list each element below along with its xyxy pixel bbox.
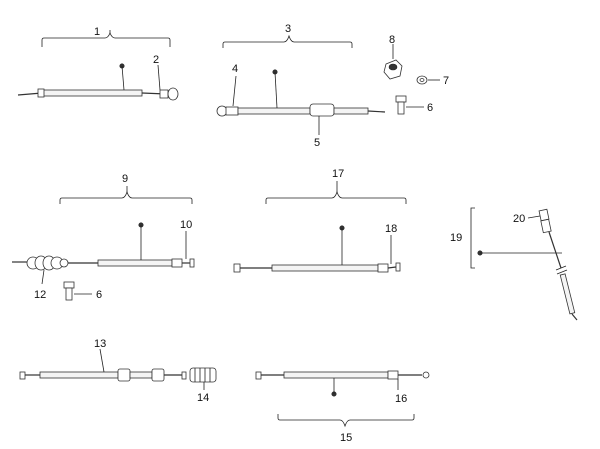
cable-housing: [39, 371, 119, 379]
cable-assembly-13: 13 14: [19, 338, 217, 404]
cable-assembly-1: 1 2: [17, 26, 179, 101]
callout-2: 2: [153, 54, 159, 66]
callout-18: 18: [385, 223, 397, 235]
part-12-boot: [26, 255, 69, 271]
cable-assembly-17: 17 18: [233, 168, 407, 273]
cable-housing: [41, 89, 143, 97]
part-6-bolt: [63, 281, 75, 301]
callout-16: 16: [395, 393, 407, 405]
cable-housing: [97, 259, 173, 267]
callout-6a: 6: [427, 102, 433, 114]
cable-housing: [559, 273, 576, 315]
callout-19: 19: [450, 232, 462, 244]
callout-6b: 6: [96, 289, 102, 301]
callout-7: 7: [443, 75, 449, 87]
cable-assembly-9: 9 10 12 6: [12, 173, 195, 301]
callout-4: 4: [232, 63, 238, 75]
cable-housing: [237, 107, 311, 115]
part-14-grip: [189, 367, 217, 383]
callout-3: 3: [285, 23, 291, 35]
callout-20: 20: [513, 213, 525, 225]
adjuster-sleeve: [309, 103, 335, 117]
cable-housing: [271, 264, 379, 272]
callout-15: 15: [340, 432, 352, 444]
cable-housing: [283, 371, 389, 379]
callout-5: 5: [314, 137, 320, 149]
callout-1: 1: [94, 26, 100, 38]
callout-8: 8: [389, 34, 395, 46]
callout-17: 17: [332, 168, 344, 180]
callout-14: 14: [197, 392, 209, 404]
callout-10: 10: [180, 219, 192, 231]
part-8-nut: [383, 59, 403, 80]
part-6-bolt: [395, 95, 407, 115]
callout-12: 12: [34, 289, 46, 301]
callout-9: 9: [122, 173, 128, 185]
callout-13: 13: [94, 338, 106, 350]
cable-assembly-3: 3 4 5 8 7 6: [216, 23, 449, 149]
cable-assembly-15: 16 15: [255, 370, 430, 444]
cable-assembly-19: 19 20: [450, 207, 578, 321]
